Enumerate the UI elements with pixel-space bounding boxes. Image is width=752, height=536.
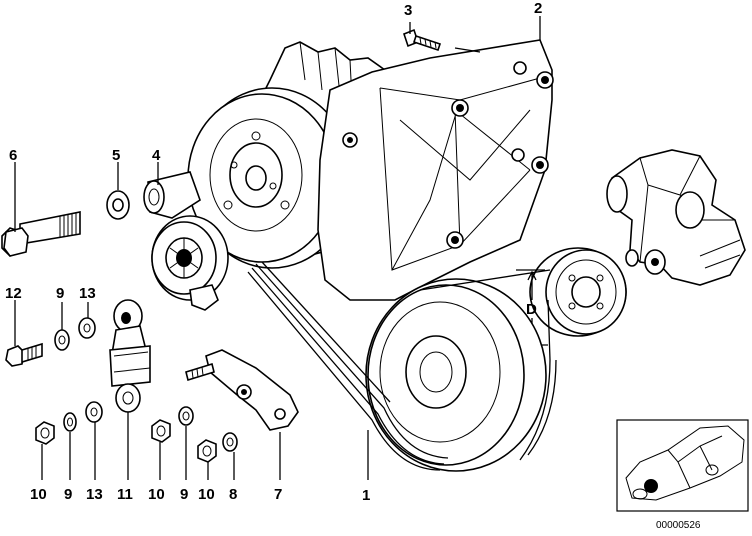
nut-part-10-a <box>35 421 55 445</box>
car-location-thumbnail: 00000526 <box>616 419 749 531</box>
car-thumbnail-icon <box>625 425 745 501</box>
callout-13-top: 13 <box>79 285 96 302</box>
callout-4: 4 <box>152 147 161 164</box>
washer-part-9-b <box>63 412 77 432</box>
washer-part-8 <box>222 432 238 452</box>
ac-compressor-pulley <box>187 87 353 269</box>
callout-1: 1 <box>362 487 370 504</box>
washer-part-13-b <box>85 401 103 423</box>
nut-part-10-c <box>197 439 217 463</box>
callout-d: D <box>526 301 537 318</box>
bolt-part-12 <box>5 342 43 367</box>
callout-8: 8 <box>229 486 237 503</box>
water-pump-pulley <box>516 247 627 346</box>
callout-7: 7 <box>274 486 282 503</box>
callout-10-right: 10 <box>198 486 215 503</box>
tensioner-pulley-part-4 <box>143 171 229 311</box>
callout-10-left: 10 <box>30 486 47 503</box>
callout-3: 3 <box>404 2 412 19</box>
washer-part-13-a <box>78 317 96 339</box>
leader-lines <box>14 16 541 480</box>
callout-9-left: 9 <box>64 486 72 503</box>
callout-9-top: 9 <box>56 285 64 302</box>
mounting-bracket <box>317 39 554 301</box>
callout-13-bottom: 13 <box>86 486 103 503</box>
bolt-part-6 <box>1 211 81 257</box>
bolt-part-3 <box>403 28 442 52</box>
ribbed-v-belt-part-1 <box>247 261 557 471</box>
callout-labels: 1 2 3 4 5 6 12 9 13 10 9 13 11 10 9 10 8… <box>5 0 542 504</box>
washer-part-9-c <box>178 406 194 426</box>
water-pump <box>606 149 746 286</box>
washer-part-5 <box>106 190 130 220</box>
callout-6: 6 <box>9 147 17 164</box>
callout-5: 5 <box>112 147 120 164</box>
washer-part-9-a <box>54 329 70 351</box>
callout-2: 2 <box>534 0 542 17</box>
callout-9-mid: 9 <box>180 486 188 503</box>
callout-10-mid: 10 <box>148 486 165 503</box>
hydraulic-tensioner-part-11 <box>109 299 151 413</box>
callout-12: 12 <box>5 285 22 302</box>
callout-11: 11 <box>117 486 133 503</box>
location-dot-icon <box>644 479 658 493</box>
catalog-number: 00000526 <box>656 520 701 531</box>
crankshaft-pulley <box>365 278 547 472</box>
tensioner-bracket-part-7 <box>185 349 299 431</box>
nut-part-10-b <box>151 419 171 443</box>
